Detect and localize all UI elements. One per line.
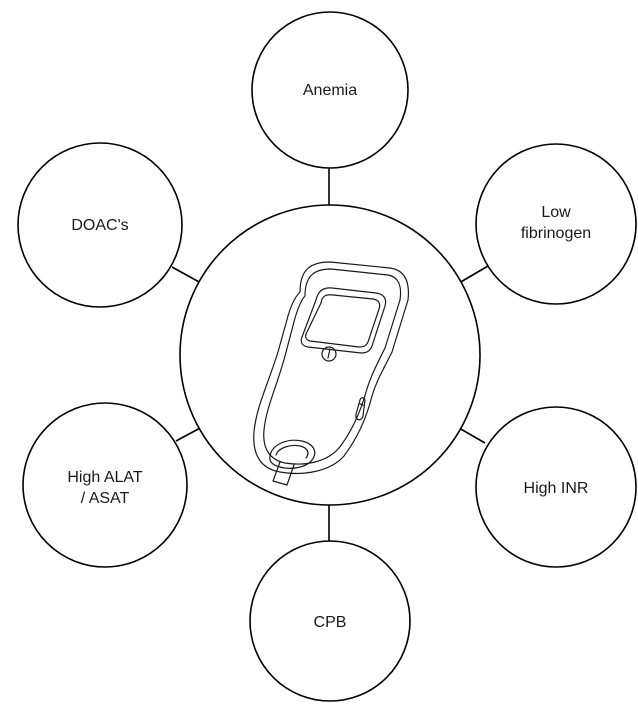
- coagulation-meter-device-icon: [253, 261, 410, 486]
- node-circle-lower-right: [475, 406, 637, 568]
- node-label-fibrinogen: fibrinogen: [521, 225, 591, 242]
- connector-lower-left: [175, 426, 203, 442]
- node-cpb: CPB: [249, 540, 411, 702]
- node-circle-upper-left: [17, 142, 183, 308]
- center-circle: [179, 204, 481, 506]
- connector-upper-left: [171, 266, 202, 284]
- node-high-alat-asat: High ALAT / ASAT: [22, 402, 188, 568]
- node-doacs: DOAC's: [17, 142, 183, 308]
- connector-lower-right: [458, 427, 486, 444]
- node-label-high-alat: High ALAT: [67, 469, 143, 486]
- device-button-icon: [321, 346, 337, 362]
- node-label-anemia: Anemia: [303, 82, 357, 99]
- node-label-low: Low: [541, 204, 571, 221]
- node-circle-upper-right: [475, 143, 637, 305]
- node-label-high-inr: High INR: [524, 480, 589, 497]
- node-label-asat: / ASAT: [81, 490, 130, 507]
- connector-upper-right: [458, 265, 489, 284]
- node-label-doacs: DOAC's: [71, 217, 128, 234]
- node-low-fibrinogen: Low fibrinogen: [475, 143, 637, 305]
- node-circle-bottom: [249, 540, 411, 702]
- node-label-cpb: CPB: [314, 614, 347, 631]
- node-circle-top: [251, 11, 409, 169]
- node-anemia: Anemia: [251, 11, 409, 169]
- node-high-inr: High INR: [475, 406, 637, 568]
- node-circle-lower-left: [22, 402, 188, 568]
